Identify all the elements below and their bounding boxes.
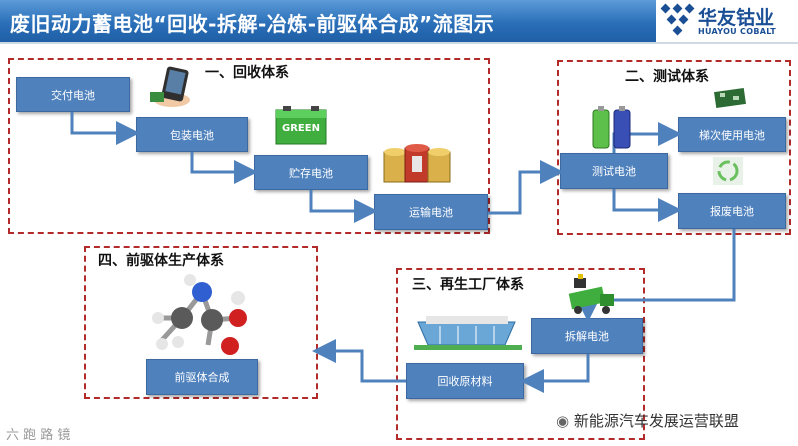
huayou-logo-icon: [660, 3, 695, 36]
molecule-icon: [152, 274, 247, 355]
wechat-icon: ◉: [556, 412, 574, 430]
group-test-label: 二、测试体系: [625, 69, 709, 85]
group-recycle: [8, 58, 490, 234]
header-bar: 废旧动力蓄电池“回收-拆解-冶炼-前驱体合成”流图示 华友钴业 HUAYOU C…: [0, 0, 798, 44]
arrow-recover-synthesize: [312, 339, 406, 383]
factory-building-icon: [414, 316, 522, 350]
watermark-left: 六 跑 路 镜: [6, 428, 71, 443]
step-store: 贮存电池: [254, 155, 368, 190]
arrow-scrap-dismantle: [576, 229, 736, 322]
barrels-icon: [383, 144, 451, 183]
arrow-store-transport: [309, 190, 378, 223]
phone-hand-icon: [150, 66, 190, 107]
group-precursor: [84, 246, 318, 399]
recycle-icon: [713, 157, 743, 185]
group-recycle-label: 一、回收体系: [205, 65, 289, 81]
green-battery-icon: GREEN: [275, 106, 327, 145]
arrow-transport-test: [488, 160, 564, 215]
arrow-test-scrap: [612, 189, 682, 222]
circuit-board-icon: [714, 87, 746, 109]
step-cascade: 梯次使用电池: [678, 117, 786, 152]
cylindrical-batteries-icon: [592, 106, 631, 149]
step-scrap: 报废电池: [678, 193, 786, 229]
group-regen: [396, 268, 645, 440]
group-precursor-label: 四、前驱体生产体系: [98, 253, 224, 269]
step-synthesize: 前驱体合成: [146, 359, 258, 395]
recycling-truck-icon: [568, 274, 614, 314]
step-test: 测试电池: [560, 153, 668, 189]
group-regen-label: 三、再生工厂体系: [412, 277, 524, 293]
arrow-package-store: [190, 152, 258, 184]
watermark-right: ◉ 新能源汽车发展运营联盟: [556, 410, 739, 431]
group-test: [557, 60, 791, 235]
step-recover: 回收原材料: [406, 363, 524, 399]
arrow-dismantle-recover: [520, 354, 590, 393]
logo-main-text: 华友钴业: [698, 7, 775, 29]
step-dismantle: 拆解电池: [531, 318, 643, 354]
arrow-deliver-package: [70, 112, 140, 145]
watermark-right-text: 新能源汽车发展运营联盟: [573, 412, 739, 430]
green-battery-label: GREEN: [282, 123, 320, 134]
company-logo: 华友钴业 HUAYOU COBALT: [656, 0, 798, 42]
step-transport: 运输电池: [374, 194, 488, 230]
step-deliver: 交付电池: [16, 77, 130, 112]
step-package: 包装电池: [136, 117, 248, 152]
page-title: 废旧动力蓄电池“回收-拆解-冶炼-前驱体合成”流图示: [10, 12, 495, 36]
logo-sub-text: HUAYOU COBALT: [698, 27, 777, 36]
